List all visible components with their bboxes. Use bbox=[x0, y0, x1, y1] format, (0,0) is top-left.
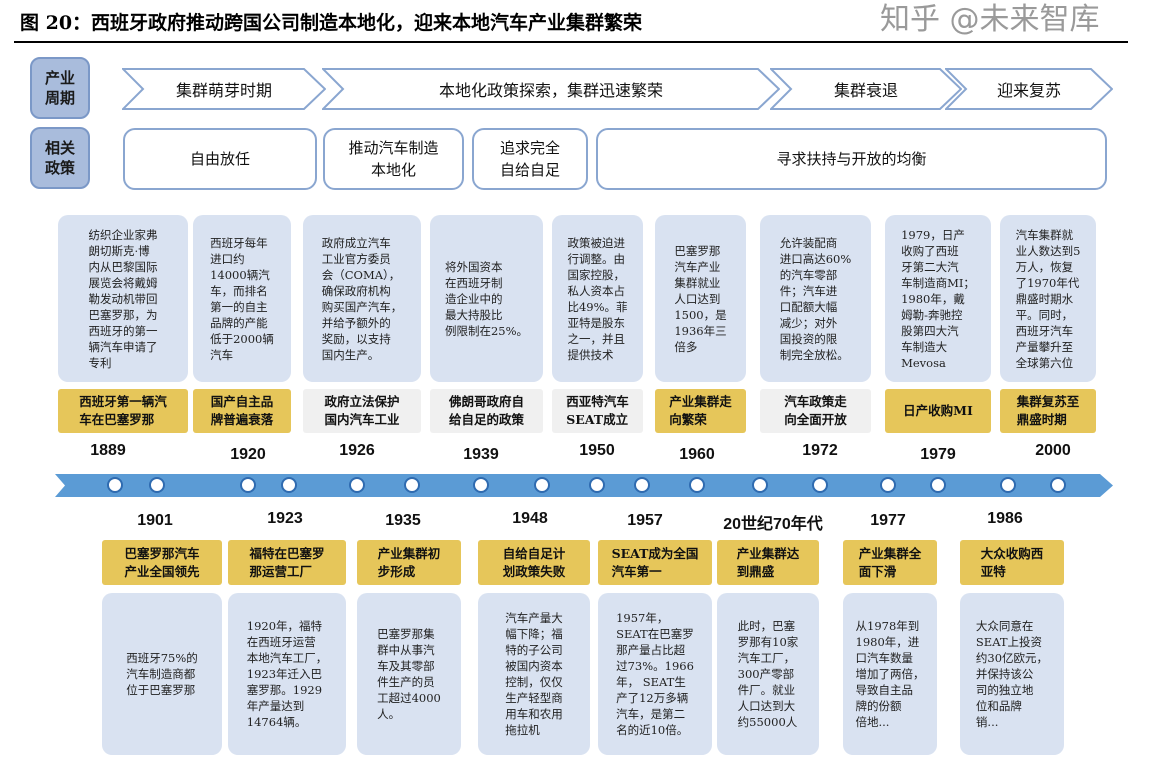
event-tag: 国产自主品 牌普遍衰落 bbox=[193, 389, 291, 433]
row-label-cycle: 产业 周期 bbox=[30, 57, 90, 119]
year-label: 1889 bbox=[90, 442, 126, 459]
year-label: 1950 bbox=[579, 442, 615, 459]
timeline-dot bbox=[1050, 477, 1066, 493]
cycle-chevron: 集群萌芽时期 bbox=[122, 68, 326, 110]
year-label: 1926 bbox=[339, 442, 375, 459]
timeline-dot bbox=[880, 477, 896, 493]
event-tag: SEAT成为全国 汽车第一 bbox=[598, 540, 712, 585]
year-label: 1979 bbox=[920, 446, 956, 463]
event-tag: 西班牙第一辆汽 车在巴塞罗那 bbox=[58, 389, 188, 433]
timeline-dot bbox=[281, 477, 297, 493]
cycle-label: 本地化政策探索，集群迅速繁荣 bbox=[438, 81, 663, 100]
timeline-dot bbox=[752, 477, 768, 493]
policy-box: 推动汽车制造 本地化 bbox=[323, 128, 464, 190]
timeline-dot bbox=[689, 477, 705, 493]
year-label: 1960 bbox=[679, 446, 715, 463]
event-note: 1957年， SEAT在巴塞罗 那产量占比超 过73%。1966 年， SEAT… bbox=[598, 593, 712, 755]
event-note: 允许装配商 进口高达60% 的汽车零部 件；汽车进 口配额大幅 减少；对外 国投… bbox=[760, 215, 871, 382]
event-tag: 产业集群达 到鼎盛 bbox=[717, 540, 819, 585]
event-tag: 日产收购MI bbox=[885, 389, 991, 433]
event-tag: 产业集群全 面下滑 bbox=[843, 540, 937, 585]
cycle-label: 集群萌芽时期 bbox=[175, 81, 272, 100]
year-label: 2000 bbox=[1035, 442, 1071, 459]
timeline-dot bbox=[812, 477, 828, 493]
event-note: 巴塞罗那集 群中从事汽 车及其零部 件生产的员 工超过4000 人。 bbox=[357, 593, 461, 755]
event-note: 巴塞罗那 汽车产业 集群就业 人口达到 1500，是 1936年三 倍多 bbox=[655, 215, 746, 382]
row-label-policy: 相关 政策 bbox=[30, 127, 90, 189]
policy-box: 追求完全 自给自足 bbox=[472, 128, 588, 190]
cycle-chevron: 集群衰退 bbox=[770, 68, 962, 110]
event-note: 从1978年到 1980年，进 口汽车数量 增加了两倍， 导致自主品 牌的份额 … bbox=[843, 593, 937, 755]
cycle-label: 迎来复苏 bbox=[996, 81, 1061, 100]
year-label: 1935 bbox=[385, 512, 421, 529]
event-tag: 佛朗哥政府自 给自足的政策 bbox=[430, 389, 543, 433]
event-note: 西班牙每年 进口约 14000辆汽 车，而排名 第一的自主 品牌的产能 低于20… bbox=[193, 215, 291, 382]
timeline-dot bbox=[107, 477, 123, 493]
cycle-label: 集群衰退 bbox=[833, 81, 898, 100]
event-note: 此时，巴塞 罗那有10家 汽车工厂， 300产零部 件厂。就业 人口达到大 约5… bbox=[717, 593, 819, 755]
event-tag: 西亚特汽车 SEAT成立 bbox=[552, 389, 643, 433]
policy-box: 自由放任 bbox=[123, 128, 317, 190]
figure-title: 图 20：西班牙政府推动跨国公司制造本地化，迎来本地汽车产业集群繁荣 bbox=[20, 12, 643, 34]
year-label: 1939 bbox=[463, 446, 499, 463]
event-note: 汽车产量大 幅下降；福 特的子公司 被国内资本 控制，仅仅 生产轻型商 用车和农… bbox=[478, 593, 590, 755]
year-label: 1901 bbox=[137, 512, 173, 529]
timeline-dot bbox=[930, 477, 946, 493]
year-label: 1920 bbox=[230, 446, 266, 463]
event-note: 政府成立汽车 工业官方委员 会（COMA）， 确保政府机构 购买国产汽车， 并给… bbox=[303, 215, 421, 382]
event-note: 将外国资本 在西班牙制 造企业中的 最大持股比 例限制在25%。 bbox=[430, 215, 543, 382]
year-label: 1977 bbox=[870, 512, 906, 529]
timeline-dot bbox=[634, 477, 650, 493]
policy-box: 寻求扶持与开放的均衡 bbox=[596, 128, 1107, 190]
timeline-dot bbox=[349, 477, 365, 493]
timeline-dot bbox=[589, 477, 605, 493]
event-tag: 自给自足计 划政策失败 bbox=[478, 540, 590, 585]
title-rule bbox=[14, 41, 1128, 43]
year-label: 1948 bbox=[512, 510, 548, 527]
event-note: 大众同意在 SEAT上投资 约30亿欧元， 并保持该公 司的独立地 位和品牌 销… bbox=[960, 593, 1064, 755]
event-tag: 巴塞罗那汽车 产业全国领先 bbox=[102, 540, 222, 585]
event-tag: 福特在巴塞罗 那运营工厂 bbox=[228, 540, 346, 585]
year-label: 1972 bbox=[802, 442, 838, 459]
event-tag: 大众收购西 亚特 bbox=[960, 540, 1064, 585]
timeline-dot bbox=[1000, 477, 1016, 493]
event-note: 汽车集群就 业人数达到5 万人，恢复 了1970年代 鼎盛时期水 平。同时， 西… bbox=[1000, 215, 1096, 382]
event-note: 纺织企业家弗 朗切斯克·博 内从巴黎国际 展览会将戴姆 勒发动机带回 巴塞罗那，… bbox=[58, 215, 188, 382]
year-label: 1986 bbox=[987, 510, 1023, 527]
event-tag: 汽车政策走 向全面开放 bbox=[760, 389, 871, 433]
watermark: 知乎 @未来智库 bbox=[880, 2, 1100, 37]
event-note: 政策被迫进 行调整。由 国家控股， 私人资本占 比49%。菲 亚特是股东 之一，… bbox=[552, 215, 643, 382]
year-label: 1957 bbox=[627, 512, 663, 529]
cycle-chevron: 迎来复苏 bbox=[945, 68, 1113, 110]
timeline-band bbox=[55, 474, 1113, 497]
timeline-dot bbox=[149, 477, 165, 493]
year-label: 1923 bbox=[267, 510, 303, 527]
timeline-dot bbox=[240, 477, 256, 493]
event-tag: 集群复苏至 鼎盛时期 bbox=[1000, 389, 1096, 433]
event-note: 1920年，福特 在西班牙运营 本地汽车工厂， 1923年迁入巴 塞罗那。192… bbox=[228, 593, 346, 755]
event-tag: 政府立法保护 国内汽车工业 bbox=[303, 389, 421, 433]
event-note: 1979，日产 收购了西班 牙第二大汽 车制造商MI； 1980年，戴 姆勒-奔… bbox=[885, 215, 991, 382]
year-label: 20世纪70年代 bbox=[723, 516, 823, 533]
timeline-dot bbox=[534, 477, 550, 493]
timeline-dot bbox=[404, 477, 420, 493]
cycle-chevron: 本地化政策探索，集群迅速繁荣 bbox=[322, 68, 780, 110]
event-tag: 产业集群初 步形成 bbox=[357, 540, 461, 585]
timeline-dot bbox=[473, 477, 489, 493]
event-note: 西班牙75%的 汽车制造商都 位于巴塞罗那 bbox=[102, 593, 222, 755]
event-tag: 产业集群走 向繁荣 bbox=[655, 389, 746, 433]
